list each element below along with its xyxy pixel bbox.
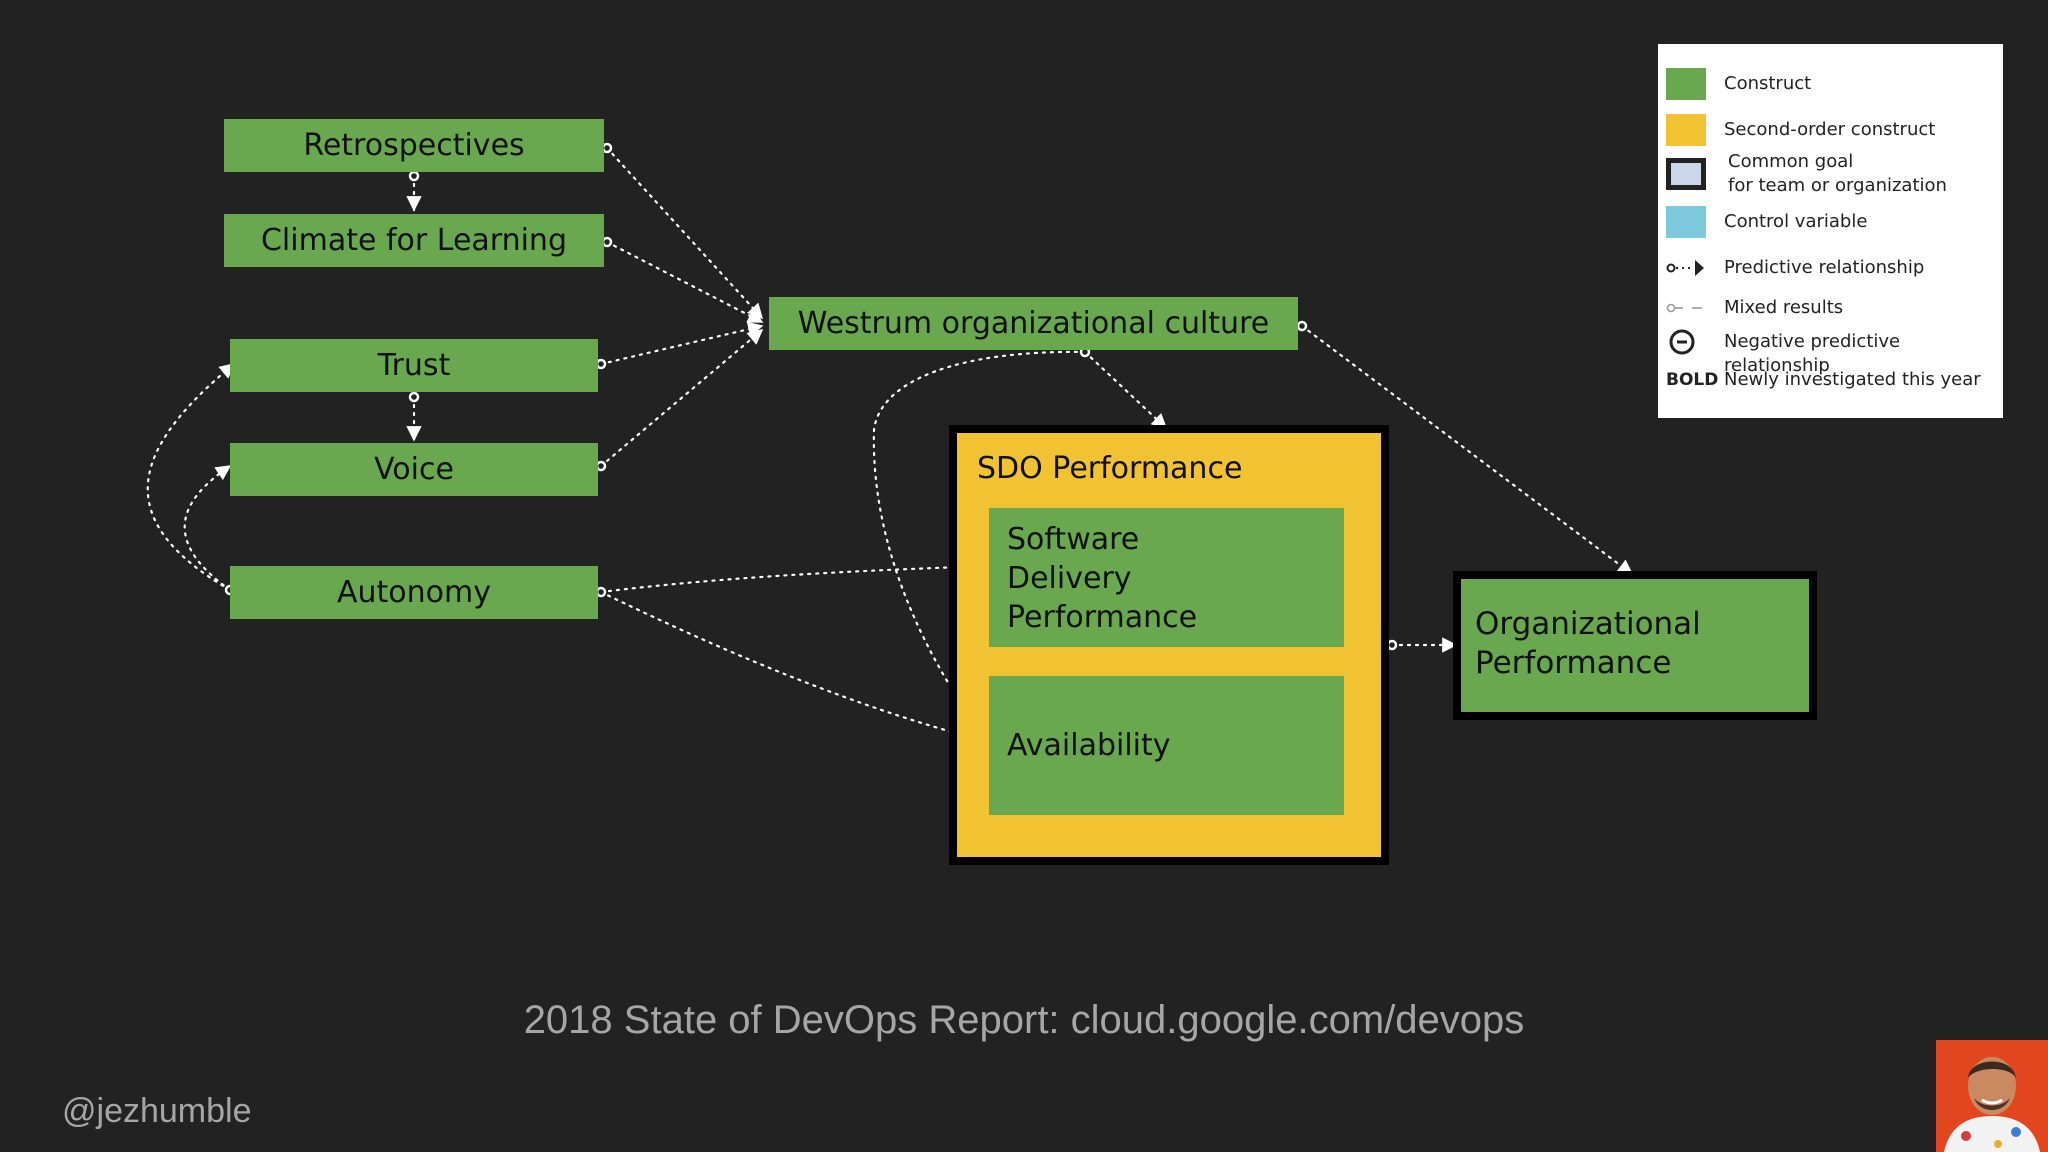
organizational-performance-goal: Organizational Performance xyxy=(1453,571,1817,720)
edge-climate-westrum xyxy=(605,240,764,324)
edge-autonomy-trust xyxy=(146,362,236,592)
legend-negative-label: Negative predictive relationship xyxy=(1724,331,1901,376)
org-line-2: Performance xyxy=(1475,645,1672,681)
node-autonomy: Autonomy xyxy=(230,566,598,619)
twitter-handle: @jezhumble xyxy=(62,1092,252,1130)
sdp-line-2: Delivery xyxy=(1007,561,1132,596)
legend-predictive-label: Predictive relationship xyxy=(1724,257,1925,278)
legend-control-variable-label: Control variable xyxy=(1724,211,1868,232)
legend-construct-label: Construct xyxy=(1724,73,1812,94)
edge-trust-westrum xyxy=(599,321,764,366)
speaker-portrait-icon xyxy=(1936,1040,2048,1152)
sdp-line-1: Software xyxy=(1007,522,1140,557)
sdo-performance-title: SDO Performance xyxy=(977,451,1243,486)
legend-bold-desc: Newly investigated this year xyxy=(1724,369,1981,390)
legend-second-order-label: Second-order construct xyxy=(1724,119,1936,140)
edge-retro-westrum xyxy=(605,146,764,320)
legend-control-variable-swatch xyxy=(1666,206,1706,238)
mixed-results-icon xyxy=(1666,303,1702,313)
node-organizational-performance: Organizational Performance xyxy=(1461,579,1809,712)
legend-mixed-label: Mixed results xyxy=(1724,297,1844,318)
edge-autonomy-voice xyxy=(183,464,232,592)
node-climate-for-learning: Climate for Learning xyxy=(224,214,604,267)
node-software-delivery-performance: Software Delivery Performance xyxy=(989,508,1344,647)
edge-autonomy-availability xyxy=(599,590,992,747)
node-trust: Trust xyxy=(230,339,598,392)
legend-common-goal-swatch xyxy=(1666,158,1706,190)
legend-construct-swatch xyxy=(1666,68,1706,100)
footer-report-title: 2018 State of DevOps Report: cloud.googl… xyxy=(523,998,1525,1042)
legend-bold-key: BOLD xyxy=(1666,370,1719,390)
node-voice: Voice xyxy=(230,443,598,496)
legend-second-order-swatch xyxy=(1666,114,1706,146)
legend-common-goal-line-2: for team or organization xyxy=(1728,175,1947,196)
edge-westrum-sdo xyxy=(1083,350,1168,430)
predictive-arrow-icon xyxy=(1666,260,1704,276)
edge-voice-westrum xyxy=(599,328,764,468)
node-westrum-culture: Westrum organizational culture xyxy=(769,297,1298,350)
legend-common-goal-label: Common goal for team or organization xyxy=(1728,150,1947,198)
edge-westrum-availability xyxy=(872,350,1087,746)
edge-westrum-org xyxy=(1300,324,1634,576)
availability-label: Availability xyxy=(1007,728,1171,763)
speaker-avatar xyxy=(1936,1040,2048,1152)
legend-common-goal-line-1: Common goal xyxy=(1728,151,1854,172)
org-line-1: Organizational xyxy=(1475,606,1701,642)
negative-relationship-icon xyxy=(1669,329,1695,355)
sdp-line-3: Performance xyxy=(1007,600,1198,635)
legend: Construct Second-order construct Common … xyxy=(1658,44,2003,418)
node-availability: Availability xyxy=(989,676,1344,815)
node-retrospectives: Retrospectives xyxy=(224,119,604,172)
sdo-performance-group: SDO Performance Software Delivery Perfor… xyxy=(949,425,1389,865)
edge-autonomy-sdp xyxy=(599,558,990,594)
